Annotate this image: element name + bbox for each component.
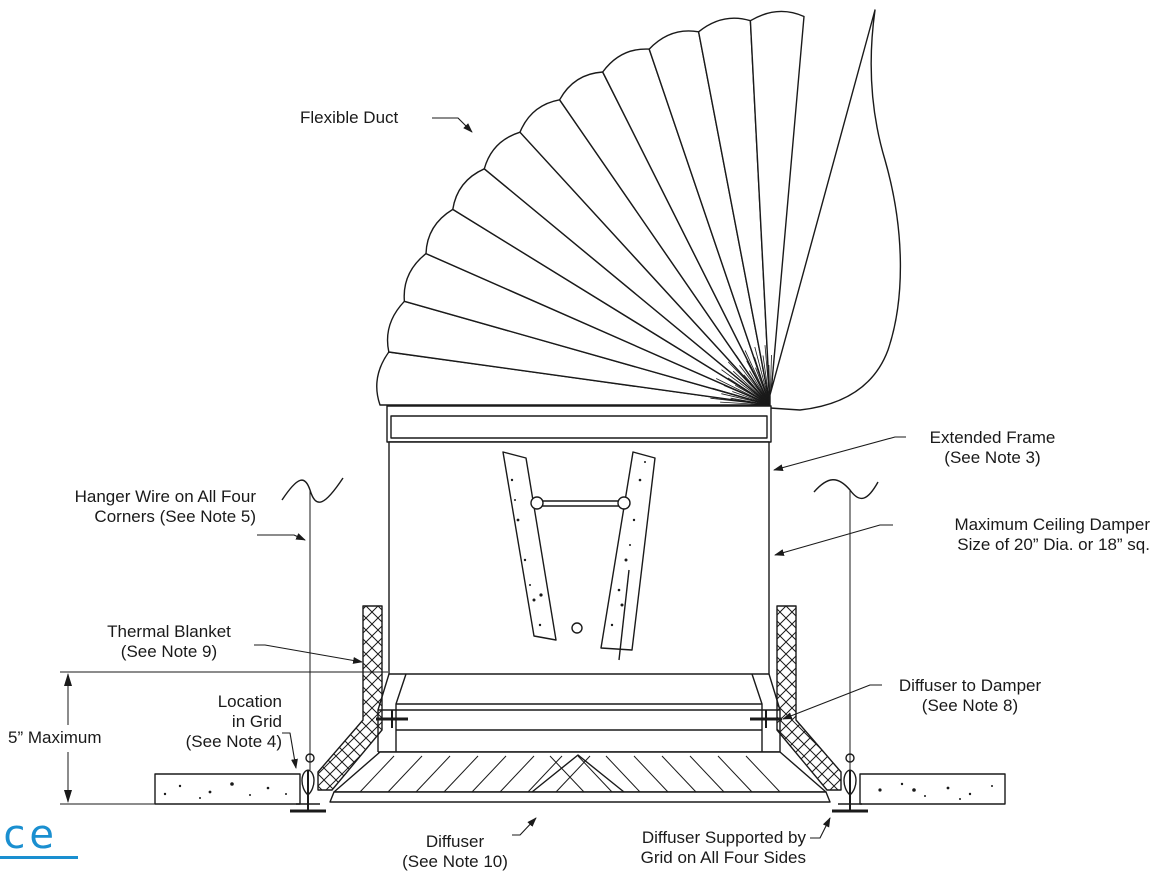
- diffuser: [329, 751, 831, 803]
- hanger-wire-label: Hanger Wire on All Four Corners (See Not…: [40, 487, 256, 527]
- location-line3: (See Note 4): [185, 732, 282, 751]
- diffuser-hatch-line: [387, 755, 423, 793]
- duct-hub-line: [764, 345, 771, 406]
- duct-hub-line: [739, 365, 771, 406]
- duct-hub-line: [720, 401, 771, 406]
- five-inch-maximum-label: 5” Maximum: [8, 728, 102, 747]
- duct-hub-line: [744, 350, 771, 406]
- duct-hub-line: [754, 357, 771, 406]
- max-damper-label: Maximum Ceiling Damper Size of 20” Dia. …: [880, 515, 1150, 555]
- duct-hub-line: [723, 385, 771, 406]
- thermal-blanket-left: [317, 605, 383, 791]
- diffuser-neck: [377, 673, 781, 753]
- diffuser-hatch-line: [689, 755, 725, 793]
- max-damper-line1: Maximum Ceiling Damper: [954, 515, 1150, 534]
- diffuser-hatch-line: [549, 755, 585, 793]
- diffuser-hatch-line: [443, 755, 479, 793]
- hanger-wire-right: [813, 479, 879, 770]
- diffuser-label: Diffuser (See Note 10): [385, 832, 525, 872]
- diffuser-hatch-line: [633, 755, 669, 793]
- ceiling-tile-left: [154, 773, 301, 805]
- location-in-grid-label: Location in Grid (See Note 4): [160, 692, 282, 752]
- leader-lines: [254, 117, 906, 839]
- flexible-duct: [376, 9, 902, 411]
- duct-hub-line: [727, 361, 771, 406]
- diffuser-hatch-line: [745, 755, 781, 793]
- extended-frame: [386, 405, 772, 675]
- diffuser-hatch-line: [661, 755, 697, 793]
- location-line2: in Grid: [231, 712, 282, 731]
- thermal-blanket-line1: Thermal Blanket: [107, 622, 231, 641]
- extended-frame-line1: Extended Frame: [929, 428, 1056, 447]
- diffuser-hatch-line: [605, 755, 641, 793]
- diffuser-supported-line1: Diffuser Supported by: [641, 828, 806, 847]
- diffuser-line1: Diffuser: [425, 832, 485, 851]
- grid-tee-left: [290, 769, 326, 813]
- diffuser-to-damper-line1: Diffuser to Damper: [898, 676, 1042, 695]
- duct-hub-line: [762, 355, 771, 406]
- hanger-wire-left: [281, 477, 344, 770]
- fastener-right: [750, 710, 782, 728]
- brand-logo: nce: [0, 818, 80, 862]
- duct-hub-line: [712, 387, 771, 406]
- duct-hub-line: [716, 378, 771, 406]
- dimension-5-maximum: [60, 671, 388, 805]
- duct-hub-line: [710, 397, 771, 406]
- extended-frame-line2: (See Note 3): [944, 448, 1041, 467]
- diffuser-hatch-line: [471, 755, 507, 793]
- diffuser-hatch-line: [359, 755, 395, 793]
- duct-hub-line: [727, 377, 771, 406]
- location-line1: Location: [217, 692, 282, 711]
- hanger-wire-line2: Corners (See Note 5): [94, 507, 256, 526]
- duct-hub-line: [721, 393, 771, 406]
- duct-pleat: [749, 10, 805, 406]
- duct-hub-line: [754, 346, 771, 406]
- duct-hub-line: [735, 355, 771, 406]
- diffuser-hatch-line: [499, 755, 535, 793]
- grid-tee-right: [832, 769, 868, 813]
- duct-hub-line: [721, 369, 771, 406]
- thermal-blanket-line2: (See Note 9): [120, 642, 218, 661]
- thermal-blanket-right: [776, 605, 842, 791]
- flexible-duct-label: Flexible Duct: [300, 108, 399, 127]
- thermal-blanket-label: Thermal Blanket (See Note 9): [84, 622, 254, 662]
- diffuser-to-damper-line2: (See Note 8): [921, 696, 1019, 715]
- fastener-left: [376, 710, 408, 728]
- diffuser-hatch-line: [415, 755, 451, 793]
- diffuser-hatch-line: [717, 755, 753, 793]
- diffuser-line2: (See Note 10): [402, 852, 508, 871]
- diffuser-supported-line2: Grid on All Four Sides: [640, 848, 806, 867]
- hanger-wire-line1: Hanger Wire on All Four: [74, 487, 256, 506]
- duct-hub-line: [732, 370, 771, 406]
- extended-frame-label: Extended Frame (See Note 3): [910, 428, 1075, 468]
- max-damper-line2: Size of 20” Dia. or 18” sq.: [957, 535, 1150, 554]
- diffuser-hatch-line: [577, 755, 613, 793]
- brand-logo-text: nce: [0, 818, 58, 858]
- diffuser-to-damper-label: Diffuser to Damper (See Note 8): [880, 676, 1060, 716]
- ceiling-tile-right: [859, 773, 1006, 805]
- duct-hub-line: [746, 360, 771, 406]
- diffuser-supported-label: Diffuser Supported by Grid on All Four S…: [580, 828, 806, 868]
- damper-blades: [502, 451, 656, 661]
